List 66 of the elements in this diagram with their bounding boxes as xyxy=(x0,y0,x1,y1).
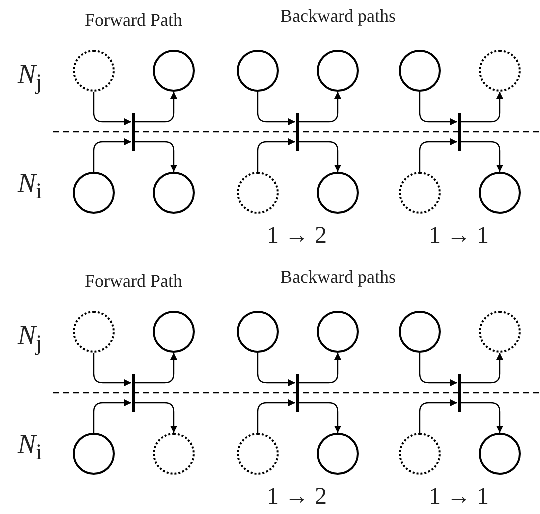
arrow xyxy=(93,138,132,172)
empty-state-circle xyxy=(153,433,195,475)
state-circle xyxy=(479,433,521,475)
arrow xyxy=(93,92,132,126)
arrow xyxy=(257,353,296,386)
arrow xyxy=(134,92,178,123)
level-label: N$_{j}$ xyxy=(18,322,42,354)
arrow xyxy=(298,92,342,123)
empty-state-circle xyxy=(237,433,279,475)
arrow xyxy=(257,400,296,433)
state-circle xyxy=(317,172,359,214)
arrow xyxy=(460,402,504,433)
arrow xyxy=(134,353,178,384)
empty-state-circle xyxy=(237,172,279,214)
state-circle xyxy=(73,433,115,475)
state-circle xyxy=(237,311,279,353)
arrow xyxy=(257,92,296,126)
junction-bar xyxy=(296,374,298,412)
junction-bar xyxy=(132,374,134,412)
arrow xyxy=(134,402,178,433)
arrow xyxy=(93,353,132,386)
junction-bar xyxy=(458,374,460,412)
state-circle xyxy=(153,172,195,214)
empty-state-circle xyxy=(73,311,115,353)
level-label: N$_{i}$ xyxy=(18,430,42,464)
panel-title: Backward paths xyxy=(280,7,396,25)
empty-state-circle xyxy=(399,172,441,214)
arrow xyxy=(257,138,296,172)
transition-label: 1 → 2 xyxy=(267,485,327,509)
arrow xyxy=(298,353,342,384)
arrow xyxy=(134,141,178,172)
state-circle xyxy=(317,50,359,92)
junction-bar xyxy=(132,113,134,151)
level-label: N$_{i}$ xyxy=(18,170,42,202)
empty-state-circle xyxy=(399,433,441,475)
state-circle xyxy=(153,50,195,92)
transition-label: 1 → 1 xyxy=(429,224,489,248)
arrow xyxy=(419,92,458,126)
arrow xyxy=(93,400,132,433)
empty-state-circle xyxy=(479,50,521,92)
panel-title: Forward Path xyxy=(85,272,182,290)
state-circle xyxy=(153,311,195,353)
empty-state-circle xyxy=(479,311,521,353)
arrow xyxy=(419,138,458,172)
transition-label: 1 → 1 xyxy=(429,485,489,509)
state-circle xyxy=(73,172,115,214)
junction-bar xyxy=(458,113,460,151)
arrow xyxy=(460,92,504,123)
state-circle xyxy=(237,50,279,92)
level-label: N$_{j}$ xyxy=(18,60,42,94)
arrow xyxy=(419,400,458,433)
arrow xyxy=(460,353,504,384)
transition-label: 1 → 2 xyxy=(267,224,327,248)
arrow xyxy=(419,353,458,386)
panel-title: Forward Path xyxy=(85,11,182,29)
state-circle xyxy=(399,311,441,353)
arrow xyxy=(460,141,504,172)
arrow xyxy=(298,402,342,433)
state-circle xyxy=(317,311,359,353)
empty-state-circle xyxy=(73,50,115,92)
junction-bar xyxy=(296,113,298,151)
state-circle xyxy=(479,172,521,214)
state-circle xyxy=(317,433,359,475)
panel-title: Backward paths xyxy=(280,268,396,286)
arrow xyxy=(298,141,342,172)
state-circle xyxy=(399,50,441,92)
